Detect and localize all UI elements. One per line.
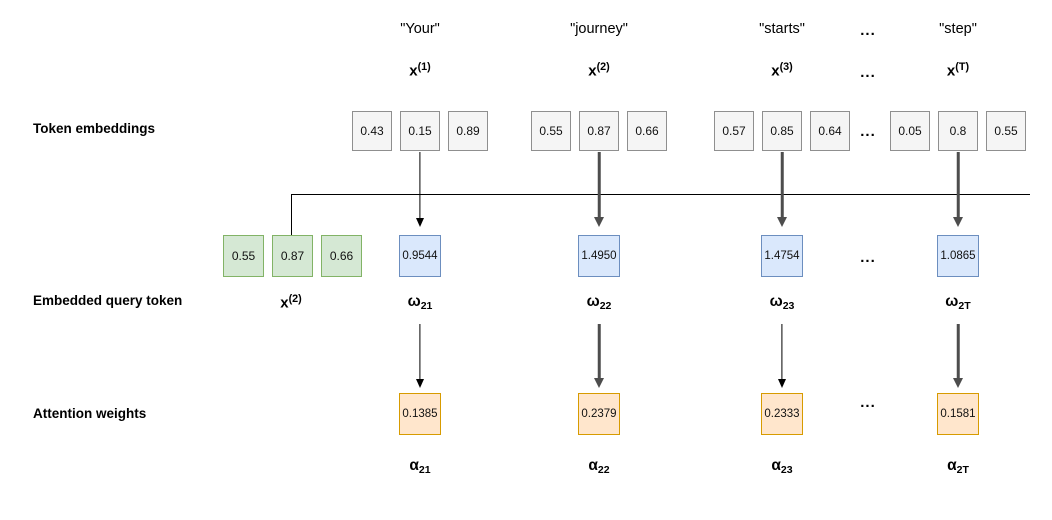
embedding-group: 0.55 0.87 0.66	[531, 111, 667, 151]
alpha-base: α	[409, 457, 419, 474]
embedding-group: 0.43 0.15 0.89	[352, 111, 488, 151]
attention-score-box: 1.4950	[578, 235, 620, 277]
token-vector-label: x(3)	[712, 61, 852, 79]
embedding-box: 0.8	[938, 111, 978, 151]
alpha-sub: 22	[597, 464, 610, 477]
x-sup: (2)	[288, 293, 302, 305]
attention-score-box: 1.4754	[761, 235, 803, 277]
row-label-embedded-query-token: Embedded query token	[33, 293, 183, 308]
token-word-label: "step"	[939, 21, 977, 37]
x-base: x	[280, 294, 289, 312]
embedding-box: 0.55	[531, 111, 571, 151]
ellipsis: ...	[860, 249, 876, 266]
embedding-box: 0.15	[400, 111, 440, 151]
arrow-down-icon	[414, 324, 426, 388]
query-embedding-group: 0.55 0.87 0.66	[223, 235, 362, 277]
alpha-sub: 21	[418, 464, 431, 477]
query-embedding-box: 0.87	[272, 235, 313, 277]
x-sup: (1)	[417, 61, 431, 73]
alpha-base: α	[947, 457, 957, 474]
alpha-base: α	[771, 457, 781, 474]
omega-sub: 21	[420, 300, 433, 313]
attention-weight-box: 0.1581	[937, 393, 979, 435]
embedding-box: 0.87	[579, 111, 619, 151]
omega-base: ω	[945, 293, 959, 310]
embedding-box: 0.64	[810, 111, 850, 151]
alpha-label: α22	[529, 457, 669, 476]
embedding-box: 0.55	[986, 111, 1026, 151]
query-connector-line	[291, 194, 292, 235]
alpha-label: α23	[712, 457, 852, 476]
attention-weight-box: 0.1385	[399, 393, 441, 435]
alpha-sub: 2T	[956, 464, 969, 477]
omega-label: ω2T	[888, 293, 1028, 312]
embedding-box: 0.85	[762, 111, 802, 151]
x-sup: (3)	[779, 61, 793, 73]
x-base: x	[771, 62, 780, 80]
omega-base: ω	[407, 293, 421, 310]
x-sup: (2)	[596, 61, 610, 73]
x-base: x	[409, 62, 418, 80]
x-base: x	[946, 62, 956, 80]
embedding-box: 0.05	[890, 111, 930, 151]
attention-weight-box: 0.2379	[578, 393, 620, 435]
omega-base: ω	[769, 293, 783, 310]
omega-sub: 22	[599, 300, 612, 313]
x-base: x	[588, 62, 597, 80]
query-embedding-box: 0.66	[321, 235, 362, 277]
arrow-down-icon	[952, 324, 964, 388]
attention-score-box: 1.0865	[937, 235, 979, 277]
ellipsis: ...	[860, 64, 876, 81]
token-word-label: "Your"	[400, 21, 440, 37]
omega-sub: 2T	[958, 300, 971, 313]
token-vector-label: x(1)	[350, 61, 490, 79]
embedding-box: 0.89	[448, 111, 488, 151]
query-vector-label: x(2)	[221, 293, 361, 311]
ellipsis: ...	[860, 22, 876, 39]
alpha-base: α	[588, 457, 598, 474]
arrow-down-icon	[593, 324, 605, 388]
query-embedding-box: 0.55	[223, 235, 264, 277]
bus-line	[291, 194, 1030, 195]
arrow-down-icon	[952, 152, 964, 227]
alpha-sub: 23	[780, 464, 793, 477]
omega-base: ω	[586, 293, 600, 310]
embedding-box: 0.66	[627, 111, 667, 151]
x-sup: (T)	[955, 61, 970, 73]
embedding-box: 0.43	[352, 111, 392, 151]
omega-label: ω21	[350, 293, 490, 312]
token-word-label: "journey"	[570, 21, 628, 37]
arrow-down-icon	[593, 152, 605, 227]
embedding-box: 0.57	[714, 111, 754, 151]
attention-score-box: 0.9544	[399, 235, 441, 277]
omega-label: ω22	[529, 293, 669, 312]
arrow-down-icon	[776, 152, 788, 227]
attention-weight-box: 0.2333	[761, 393, 803, 435]
row-label-token-embeddings: Token embeddings	[33, 121, 156, 136]
token-word-label: "starts"	[759, 21, 805, 37]
alpha-label: α2T	[888, 457, 1028, 476]
arrow-down-icon	[776, 324, 788, 388]
alpha-label: α21	[350, 457, 490, 476]
arrow-down-icon	[414, 152, 426, 227]
omega-sub: 23	[782, 300, 795, 313]
ellipsis: ...	[860, 394, 876, 411]
ellipsis: ...	[860, 123, 876, 140]
embedding-group: 0.57 0.85 0.64	[714, 111, 850, 151]
embedding-group: 0.05 0.8 0.55	[890, 111, 1026, 151]
omega-label: ω23	[712, 293, 852, 312]
token-vector-label: x(T)	[888, 61, 1028, 79]
token-vector-label: x(2)	[529, 61, 669, 79]
row-label-attention-weights: Attention weights	[33, 406, 147, 421]
